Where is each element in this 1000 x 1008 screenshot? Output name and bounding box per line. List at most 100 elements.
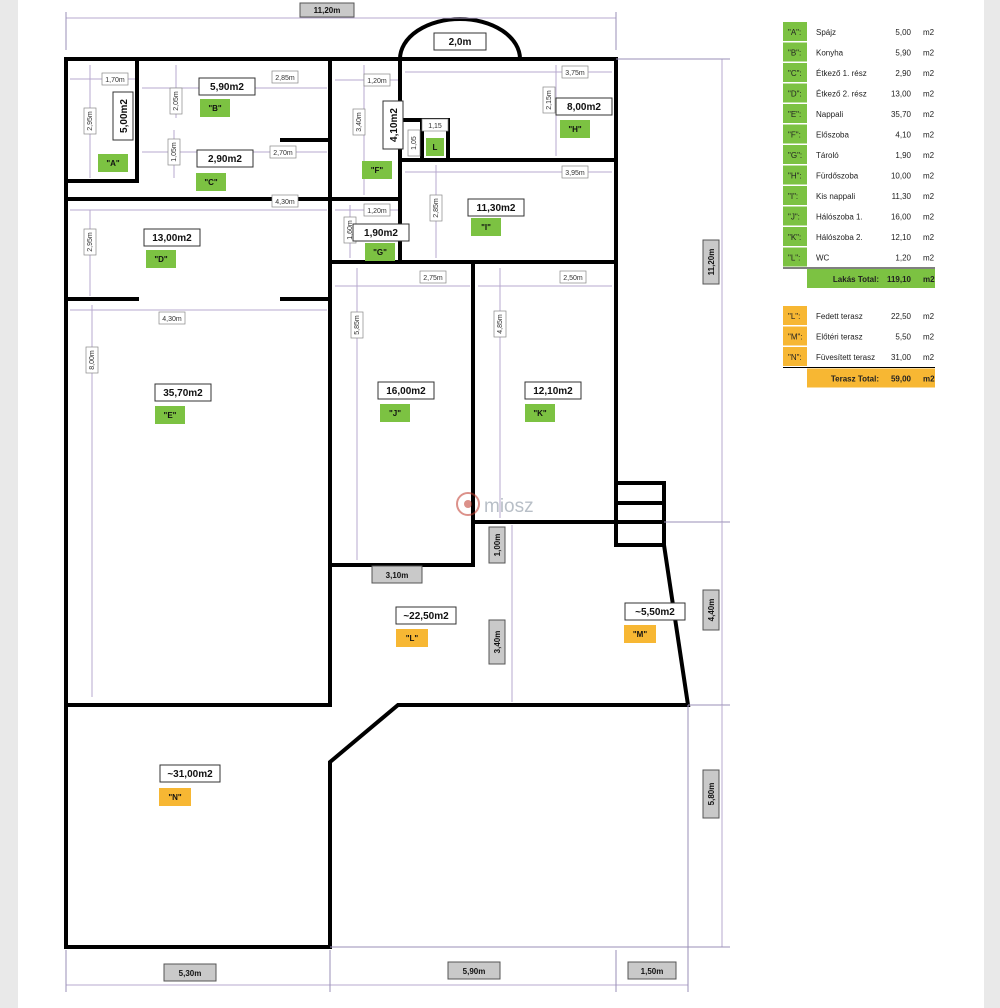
svg-text:8,00m2: 8,00m2 <box>567 102 601 113</box>
room-labels: 5,00m2"A"5,90m2"B"2,90m2"C"13,00m2"D"35,… <box>98 77 686 806</box>
bottom-dim-1-label: 5,30m <box>179 969 202 978</box>
terrace-n: ~31,00m2 "N" <box>159 764 221 806</box>
svg-text:"E":: "E": <box>788 110 801 119</box>
svg-text:1,20m: 1,20m <box>367 78 387 85</box>
svg-text:Hálószoba 2.: Hálószoba 2. <box>816 233 863 242</box>
svg-text:1,05m: 1,05m <box>171 142 178 162</box>
svg-text:m2: m2 <box>923 131 935 140</box>
svg-text:Étkező 2. rész: Étkező 2. rész <box>816 90 867 99</box>
svg-text:2,95m: 2,95m <box>87 111 94 131</box>
svg-text:~31,00m2: ~31,00m2 <box>167 769 213 780</box>
svg-text:m2: m2 <box>923 69 935 78</box>
svg-text:m2: m2 <box>923 375 935 384</box>
svg-text:2,95m: 2,95m <box>87 232 94 252</box>
overall-width-label: 11,20m <box>314 6 341 15</box>
svg-text:Konyha: Konyha <box>816 49 844 58</box>
svg-text:"K": "K" <box>533 409 547 418</box>
dim-label-g-0: 1,20m <box>363 203 391 217</box>
dim-label-j-0: 2,75m <box>419 270 447 284</box>
svg-text:1,70m: 1,70m <box>105 77 125 84</box>
room-l: L <box>426 138 444 156</box>
svg-text:3,40m: 3,40m <box>356 112 363 132</box>
svg-text:"M":: "M": <box>788 333 803 342</box>
svg-text:16,00m2: 16,00m2 <box>386 386 426 397</box>
svg-text:5,00m2: 5,00m2 <box>119 99 130 133</box>
svg-text:Étkező 1. rész: Étkező 1. rész <box>816 69 867 78</box>
dim-label-i-0: 3,95m <box>561 165 589 179</box>
svg-text:35,70m2: 35,70m2 <box>163 388 203 399</box>
svg-text:m2: m2 <box>923 151 935 160</box>
svg-text:2,85m: 2,85m <box>433 198 440 218</box>
svg-text:Előtéri terasz: Előtéri terasz <box>816 333 863 342</box>
svg-text:m2: m2 <box>923 90 935 99</box>
room-a: 5,00m2"A" <box>98 91 134 172</box>
overall-height-label: 11,20m <box>707 249 716 276</box>
dim-label-d-0: 4,30m <box>271 194 299 208</box>
room-j: 16,00m2"J" <box>377 381 435 422</box>
svg-text:"I":: "I": <box>788 192 798 201</box>
svg-text:5,85m: 5,85m <box>354 315 361 335</box>
right-dim-1-label: 4,40m <box>707 599 716 622</box>
svg-text:"K":: "K": <box>788 233 801 242</box>
dim-label-b-0: 2,85m <box>271 70 299 84</box>
svg-text:m2: m2 <box>923 254 935 263</box>
svg-text:m2: m2 <box>923 49 935 58</box>
dimension-labels: 1,70m2,95m2,85m2,05m2,70m1,05m4,30m2,95m… <box>83 65 589 374</box>
terrace-l-width-label: 3,10m <box>386 571 409 580</box>
svg-text:3,95m: 3,95m <box>565 170 585 177</box>
dim-label-h-1: 2,15m <box>542 86 556 114</box>
room-g: 1,90m2"G" <box>352 223 410 261</box>
svg-text:"L":: "L": <box>788 254 800 263</box>
dim-label-h-0: 3,75m <box>561 65 589 79</box>
dim-label-e-0: 4,30m <box>158 311 186 325</box>
svg-text:1,20m: 1,20m <box>367 208 387 215</box>
room-c: 2,90m2"C" <box>196 149 254 191</box>
dim-label-l-0: 1,15 <box>421 118 449 132</box>
svg-text:1,20: 1,20 <box>895 254 911 263</box>
svg-text:"B":: "B": <box>788 49 801 58</box>
room-h: 8,00m2"H" <box>555 97 613 138</box>
svg-text:"F":: "F": <box>788 131 801 140</box>
legend-room-row: "B": Konyha 5,90 m2 <box>783 42 935 62</box>
dim-label-c-0: 2,70m <box>269 145 297 159</box>
svg-text:"M": "M" <box>633 630 647 639</box>
svg-text:16,00: 16,00 <box>891 213 912 222</box>
svg-text:2,50m: 2,50m <box>563 275 583 282</box>
dim-label-i-1: 2,85m <box>429 194 443 222</box>
svg-text:Füvesített terasz: Füvesített terasz <box>816 353 875 362</box>
dim-label-j-1: 5,85m <box>350 311 364 339</box>
svg-text:"L":: "L": <box>788 312 800 321</box>
svg-text:~5,50m2: ~5,50m2 <box>635 607 675 618</box>
svg-text:11,30m2: 11,30m2 <box>477 203 516 214</box>
dim-label-a-0: 1,70m <box>101 72 129 86</box>
svg-text:"F": "F" <box>371 166 384 175</box>
dim-label-k-0: 2,50m <box>559 270 587 284</box>
svg-text:59,00: 59,00 <box>891 375 912 384</box>
dim-label-f-1: 3,40m <box>352 108 366 136</box>
svg-text:"B": "B" <box>208 104 222 113</box>
svg-text:"G":: "G": <box>788 151 802 160</box>
svg-text:Fürdőszoba: Fürdőszoba <box>816 172 859 181</box>
svg-text:1,05: 1,05 <box>411 136 418 150</box>
svg-text:"N": "N" <box>168 793 182 802</box>
svg-text:"A":: "A": <box>788 28 801 37</box>
svg-text:L: L <box>433 143 438 152</box>
svg-text:"I": "I" <box>481 223 491 232</box>
svg-text:Spájz: Spájz <box>816 28 836 37</box>
dim-label-d-1: 2,95m <box>83 228 97 256</box>
svg-text:m2: m2 <box>923 110 935 119</box>
room-i: 11,30m2 "I" <box>467 198 525 236</box>
svg-text:2,75m: 2,75m <box>423 275 443 282</box>
svg-text:m2: m2 <box>923 353 935 362</box>
room-d: 13,00m2"D" <box>143 228 201 268</box>
svg-text:5,90: 5,90 <box>895 49 911 58</box>
